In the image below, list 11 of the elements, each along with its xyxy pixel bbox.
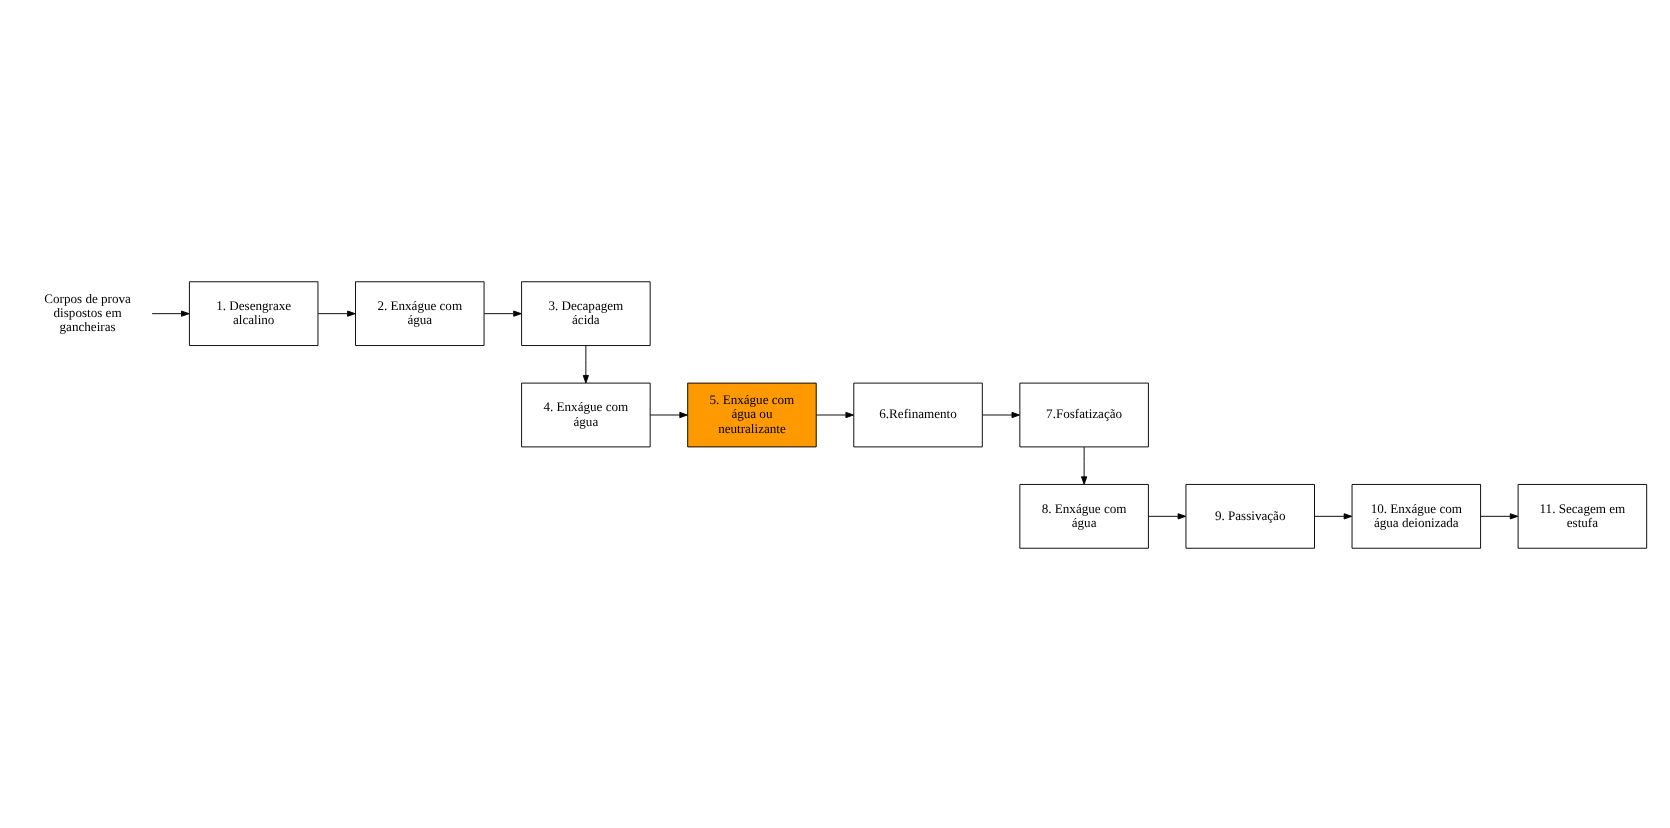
arrow (816, 410, 854, 418)
arrow (649, 410, 688, 418)
arrow (1148, 512, 1187, 519)
arrow (317, 309, 356, 316)
arrow (151, 309, 190, 316)
arrow (483, 309, 522, 316)
arrow (1480, 512, 1519, 519)
arrow (982, 410, 1020, 418)
arrow (1314, 512, 1353, 519)
arrow (1081, 445, 1088, 484)
arrow (582, 344, 589, 383)
